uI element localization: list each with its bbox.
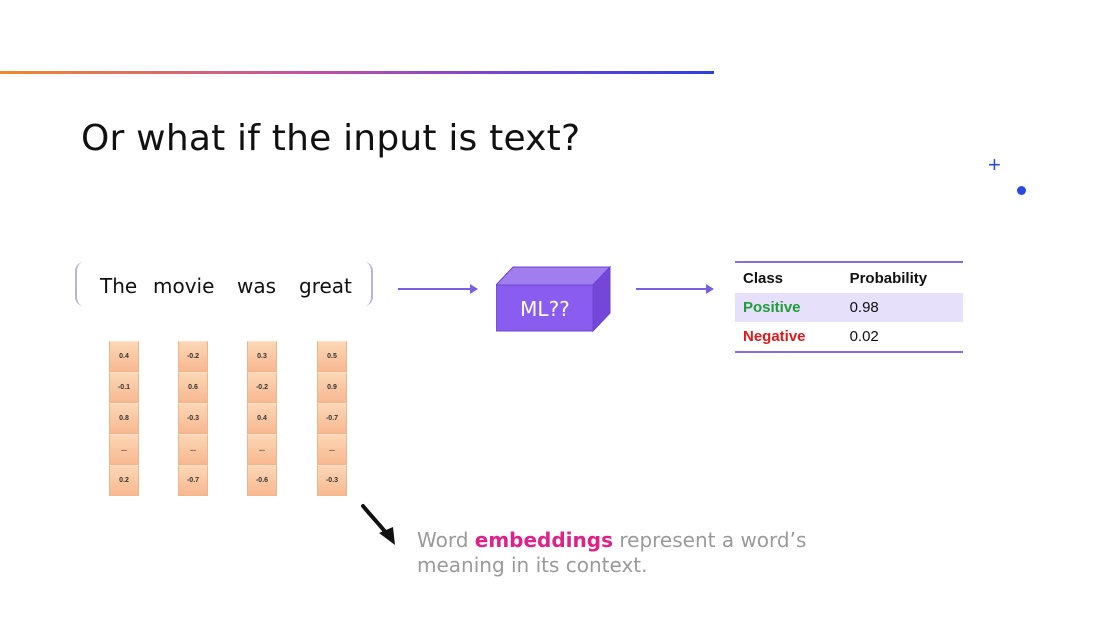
embedding-caption: Word embeddings represent a word’s meani… — [417, 528, 837, 578]
caption-prefix: Word — [417, 528, 475, 552]
word-was: was — [237, 274, 277, 298]
classification-table: Class Probability Positive 0.98 Negative… — [735, 261, 963, 353]
table-row: Negative 0.02 — [735, 322, 963, 352]
slide-title: Or what if the input is text? — [81, 118, 581, 159]
embedding-cell: -0.3 — [317, 465, 347, 496]
ml-model-label: ML?? — [520, 297, 570, 321]
embedding-cell: ... — [178, 434, 208, 465]
embedding-cell: ... — [247, 434, 277, 465]
embedding-vector-was: 0.3 -0.2 0.4 ... -0.6 — [247, 341, 277, 496]
header-probability: Probability — [849, 269, 928, 287]
embedding-cell: 0.3 — [247, 341, 277, 372]
word-great: great — [299, 274, 352, 298]
word-movie: movie — [153, 274, 215, 298]
embedding-cell: -0.2 — [178, 341, 208, 372]
embedding-cell: -0.7 — [317, 403, 347, 434]
plus-icon: + — [988, 152, 1001, 177]
embedding-cell: 0.5 — [317, 341, 347, 372]
embedding-cell: 0.4 — [247, 403, 277, 434]
embedding-cell: 0.8 — [109, 403, 139, 434]
table-row: Positive 0.98 — [735, 293, 963, 322]
arrow-to-model — [398, 284, 478, 294]
embedding-cell: 0.4 — [109, 341, 139, 372]
top-gradient-rule — [0, 71, 714, 74]
class-negative: Negative — [743, 328, 806, 345]
embedding-vector-movie: -0.2 0.6 -0.3 ... -0.7 — [178, 341, 208, 496]
arrow-to-output — [636, 284, 714, 294]
curved-arrow-icon — [361, 504, 395, 545]
table-header-row: Class Probability — [735, 262, 963, 293]
cube-shape — [494, 265, 612, 333]
embedding-cell: ... — [317, 434, 347, 465]
probability-negative: 0.02 — [849, 328, 879, 345]
embedding-cell: 0.6 — [178, 372, 208, 403]
probability-positive: 0.98 — [835, 293, 963, 322]
embedding-cell: ... — [109, 434, 139, 465]
embedding-cell: -0.6 — [247, 465, 277, 496]
embedding-cell: -0.1 — [109, 372, 139, 403]
class-positive: Positive — [735, 293, 836, 322]
word-the: The — [100, 274, 138, 298]
embedding-cell: -0.3 — [178, 403, 208, 434]
embedding-cell: 0.2 — [109, 465, 139, 496]
embedding-cell: 0.9 — [317, 372, 347, 403]
ml-model-box: ML?? — [494, 265, 612, 333]
header-class: Class — [743, 269, 784, 287]
embedding-vector-the: 0.4 -0.1 0.8 ... 0.2 — [109, 341, 139, 496]
embedding-vector-great: 0.5 0.9 -0.7 ... -0.3 — [317, 341, 347, 496]
embedding-cell: -0.2 — [247, 372, 277, 403]
caption-highlight: embeddings — [474, 528, 613, 552]
embedding-cell: -0.7 — [178, 465, 208, 496]
dot-icon — [1017, 186, 1026, 195]
caption-suffix: represent a word’s meaning in its contex… — [417, 528, 807, 577]
sentence-bracket — [75, 262, 373, 306]
